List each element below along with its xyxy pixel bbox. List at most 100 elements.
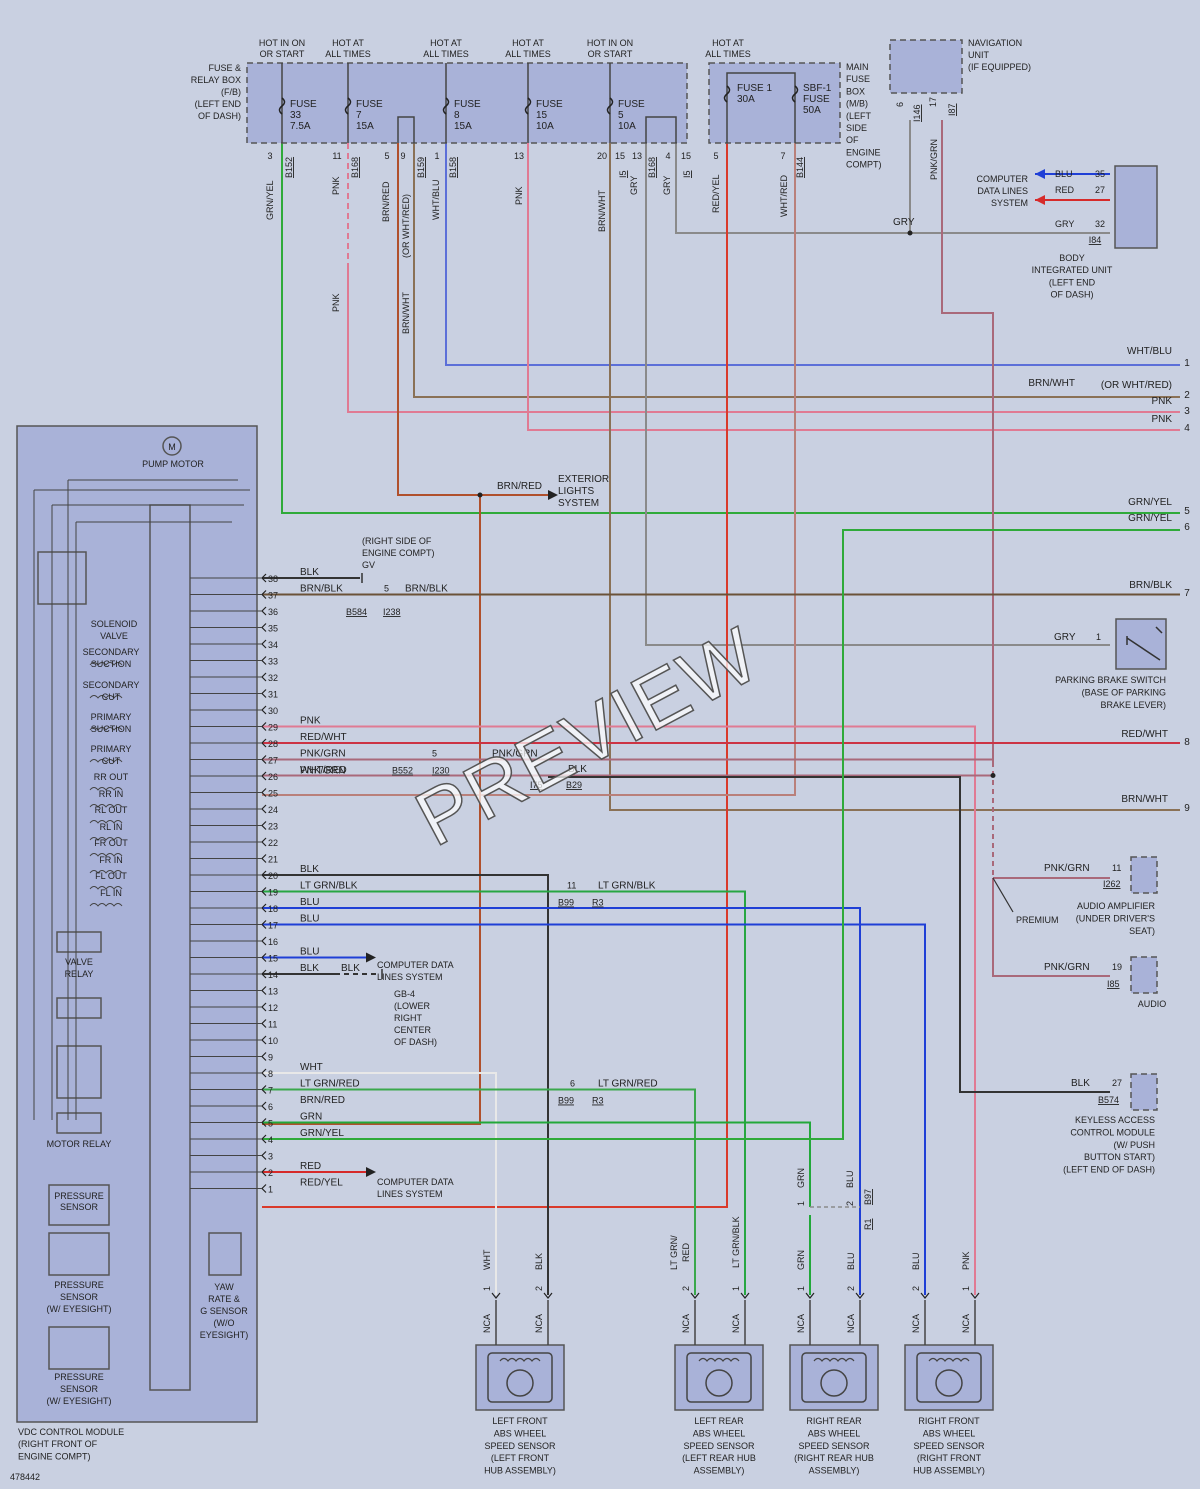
vdc-pin-36-chevron: [261, 606, 267, 616]
splice-conn-b552: B552: [392, 766, 413, 776]
abs-sensor-1-housing: [487, 1352, 553, 1403]
abs-sensor-1-pin-2: 2: [534, 1286, 544, 1291]
nav-conn-i87: I87: [947, 103, 957, 116]
vdc-pin-6: 6: [268, 1102, 273, 1112]
abs-sensor-1-nca-2: NCA: [534, 1314, 544, 1333]
body-comp-data-3: SYSTEM: [991, 198, 1028, 208]
vdc-motor-relay: MOTOR RELAY: [47, 1139, 112, 1149]
wire-pnk-grn-audio: [992, 878, 1110, 977]
vdc-valve-label-9: PRIMARY: [91, 744, 132, 754]
rr-splice-wire-grn: GRN: [796, 1168, 806, 1188]
vdc-pin-2: 2: [268, 1168, 273, 1178]
abs-sensor-2-pin-2: 2: [681, 1286, 691, 1291]
abs-sensor-4-nca-1: NCA: [911, 1314, 921, 1333]
abs-sensor-2-chevron-2: [740, 1292, 750, 1299]
right-wire-pnk-4: PNK: [1151, 414, 1172, 425]
fuse-header-4-1: HOT AT: [512, 38, 544, 48]
fuse-1-symbol: [278, 97, 286, 115]
top-pin-4: 9: [400, 151, 405, 161]
main-fuse-1-label-1: FUSE 1: [737, 83, 772, 94]
abs-sensor-2-wire-1b: RED: [681, 1242, 691, 1262]
fuse-1-label-3: 7.5A: [290, 121, 311, 132]
main-fuse-2-label-1: SBF-1: [803, 83, 832, 94]
vdc-pin-5: 5: [268, 1119, 273, 1129]
vdc-pin-14: 14: [268, 970, 278, 980]
wire-gry-parking-brake: [645, 143, 1110, 646]
fuse-box-title-3: (F/B): [221, 87, 241, 97]
vdc-pin-37: 37: [268, 591, 278, 601]
keyless-conn: B574: [1098, 1095, 1119, 1105]
arrow-red-comp: [1035, 195, 1045, 205]
nav-pin-17: 17: [928, 97, 938, 107]
abs-sensor-2-nca-1: NCA: [681, 1314, 691, 1333]
fuse-4-label-3: 10A: [536, 121, 554, 132]
abs-sensor-4-tone-ring: [935, 1369, 963, 1397]
body-integrated-unit-box: [1114, 165, 1158, 249]
main-fuse-box-title-8: ENGINE: [846, 147, 881, 157]
vdc-wire-18: BLU: [300, 897, 319, 908]
top-conn-B159: B159: [416, 157, 426, 178]
abs-sensor-1-label-2: ABS WHEEL: [494, 1428, 547, 1438]
vdc-valve-label-14: RL IN: [100, 822, 123, 832]
wire-wht-8-lf: [262, 1072, 497, 1295]
vdc-wire-7: LT GRN/RED: [300, 1079, 360, 1090]
right-ref-5: 5: [1184, 506, 1190, 517]
wire-brn-red-exterior: [397, 143, 480, 496]
pressure-sensor-eyesight-1-box: [48, 1232, 110, 1276]
wire-grn-yel-4: [262, 529, 1180, 1140]
vdc-pin-18: 18: [268, 904, 278, 914]
splice-conn-r3-a: R3: [592, 898, 604, 908]
vdc-pin-34-chevron: [261, 639, 267, 649]
keyless-text-5: (LEFT END OF DASH): [1063, 1165, 1155, 1175]
abs-sensor-1-chevron-1: [491, 1292, 501, 1299]
parking-brake-text-2: (BASE OF PARKING: [1082, 687, 1166, 697]
splice-brn-red: [477, 492, 483, 498]
top-pin-3: 5: [384, 151, 389, 161]
abs-sensor-3-label-5: ASSEMBLY): [809, 1466, 860, 1476]
main-fuse-1-label-2: 30A: [737, 94, 755, 105]
right-wire-brn-wht: BRN/WHT: [1028, 378, 1075, 389]
abs-sensor-2-coil: [698, 1357, 740, 1362]
abs-sensor-3-chevron-1: [805, 1292, 815, 1299]
arrow-comp-data-2: [366, 1167, 376, 1177]
vdc-pin-35: 35: [268, 624, 278, 634]
wire-red-yel-vdc-1: [262, 143, 728, 1208]
top-pin-1: 3: [267, 151, 272, 161]
top-wire-13: PNK/GRN: [929, 139, 939, 180]
top-conn-I5: I5: [618, 170, 628, 178]
audio-amp-conn: I262: [1103, 879, 1121, 889]
top-pin-6: 13: [514, 151, 524, 161]
top-pin-9: 13: [632, 151, 642, 161]
wire-pnk-grn-nav: [941, 120, 994, 762]
vdc-pressure-eyesight-1-1: PRESSURE: [54, 1280, 104, 1290]
abs-sensor-3-label-3: SPEED SENSOR: [798, 1441, 870, 1451]
right-ref-6: 6: [1184, 522, 1190, 533]
motor-relay-box: [56, 1112, 102, 1134]
vdc-yaw-rate-4: (W/O: [214, 1318, 235, 1328]
top-wire-4: (OR WHT/RED): [401, 194, 411, 258]
vdc-pin-21: 21: [268, 855, 278, 865]
right-ref-7: 7: [1184, 588, 1190, 599]
main-fuse-box-title-1: MAIN: [846, 62, 869, 72]
wire-pnk-29-rf: [262, 725, 976, 1295]
vdc-pin-32-chevron: [261, 672, 267, 682]
vdc-pin-8: 8: [268, 1069, 273, 1079]
vdc-pin-7: 7: [268, 1086, 273, 1096]
main-fuse-2-symbol: [791, 85, 799, 103]
abs-sensor-3-label-1: RIGHT REAR: [806, 1416, 862, 1426]
vdc-wire-37: BRN/BLK: [300, 584, 343, 595]
vdc-coil-7: [89, 820, 123, 824]
abs-sensor-4-pin-2: 2: [911, 1286, 921, 1291]
vdc-pin-17: 17: [268, 921, 278, 931]
wire-layer: [262, 120, 1180, 1295]
vdc-valve-label-10: CUT: [102, 756, 121, 766]
top-wire-10: RED/YEL: [711, 174, 721, 213]
wire-brn-wht-9: [609, 143, 1180, 811]
right-wire-brn-blk-7: BRN/BLK: [1129, 580, 1172, 591]
body-pin-32: 32: [1095, 219, 1105, 229]
vdc-wire-6: BRN/RED: [300, 1095, 345, 1106]
vdc-pin-1-chevron: [261, 1184, 267, 1193]
abs-sensor-4-label-1: RIGHT FRONT: [918, 1416, 980, 1426]
abs-sensor-3-coil: [813, 1357, 855, 1362]
body-unit-title-3: (LEFT END: [1049, 277, 1096, 287]
